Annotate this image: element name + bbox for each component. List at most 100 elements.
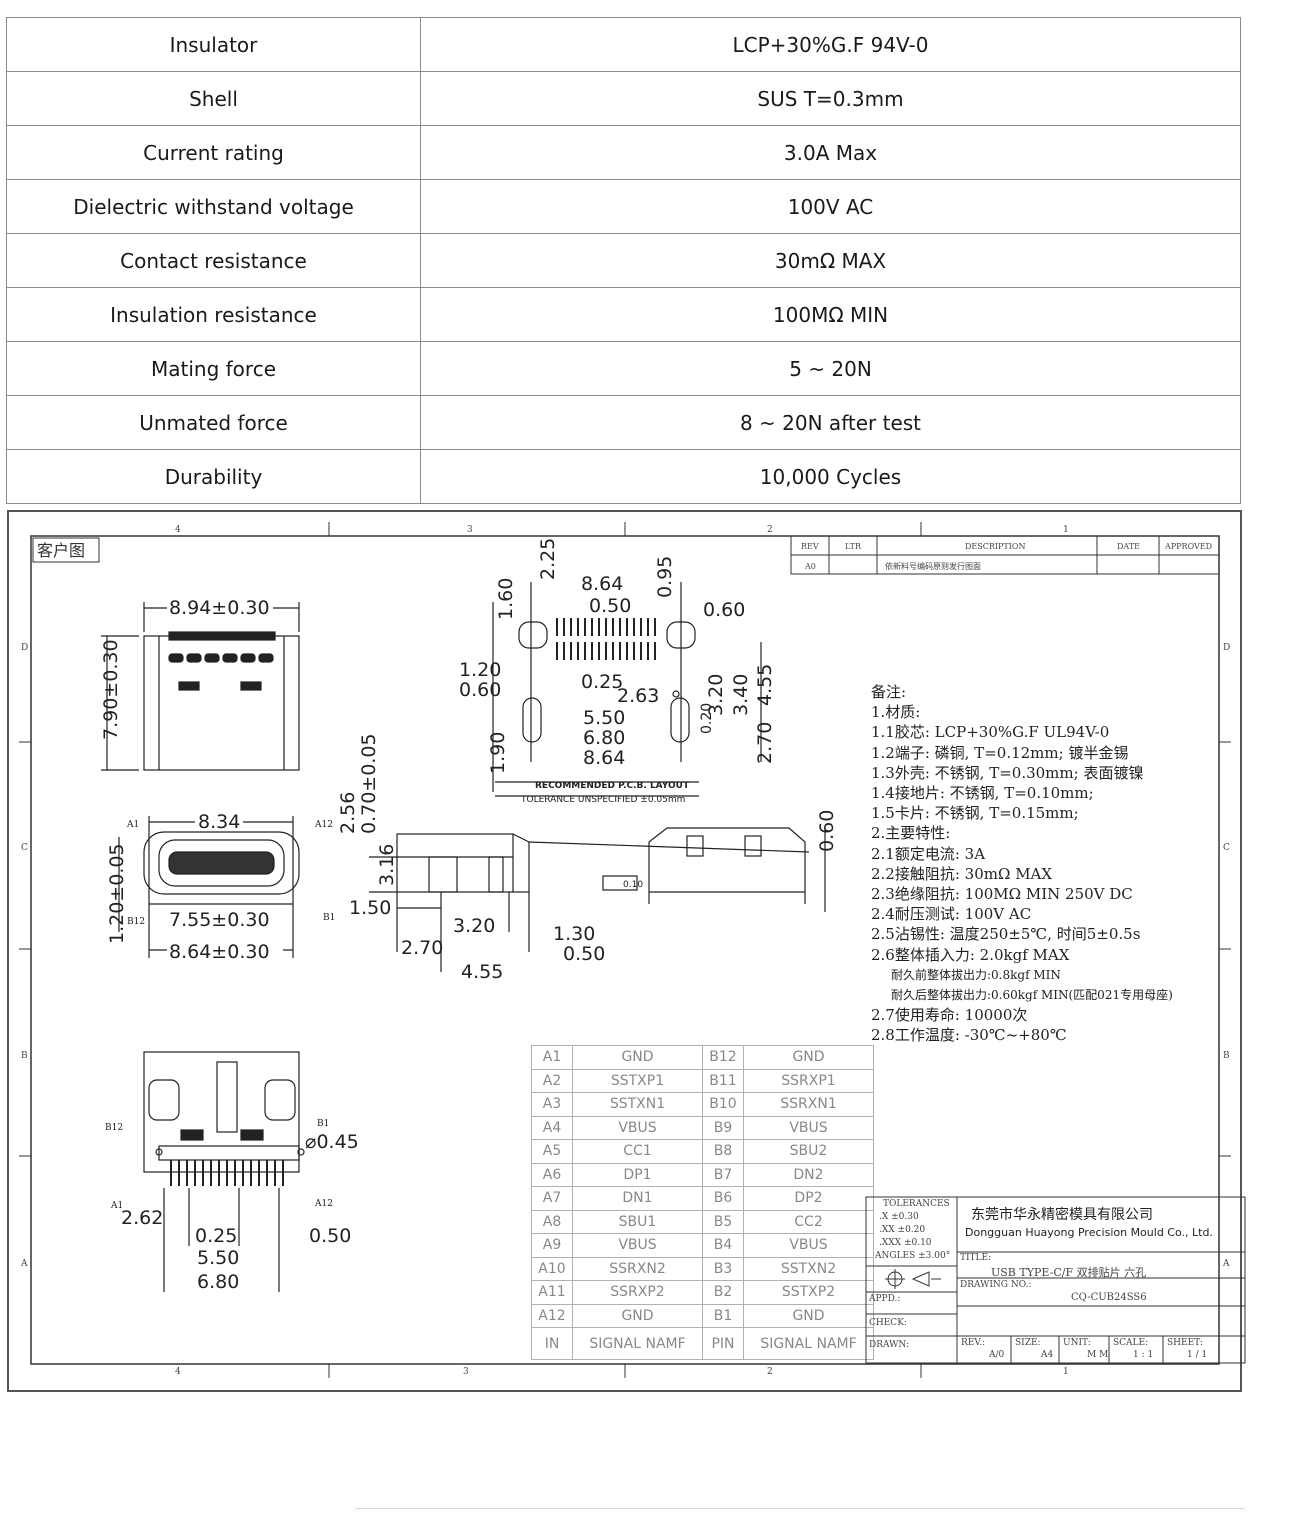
zone-number: 3 (463, 1367, 469, 1377)
spec-value: 5 ~ 20N (420, 341, 1241, 396)
front-view (118, 816, 300, 958)
pin-signal: VBUS (743, 1115, 874, 1140)
dim-pcb-13: 8.64 (583, 747, 625, 769)
top-view (101, 602, 300, 771)
dim-side-4: 2.70 (401, 937, 443, 959)
note-line: 耐久后整体拔出力:0.60kgf MIN(匹配021专用母座) (891, 988, 1173, 1003)
pin-signal: GND (743, 1045, 874, 1070)
spec-label: Mating force (6, 341, 421, 396)
dim-side-2: 3.20 (453, 915, 495, 937)
zone-letter: C (1223, 843, 1230, 853)
drawing-no-value: CQ-CUB24SS6 (1071, 1292, 1147, 1303)
dim-bottom-1: 2.62 (121, 1207, 163, 1229)
pin-signal: SSRXP2 (572, 1280, 703, 1305)
pin-signal: CC1 (572, 1139, 703, 1164)
pin-number: B9 (702, 1115, 744, 1140)
dim-pcb-12: 6.80 (583, 727, 625, 749)
dim-pcb-9: 0.25 (581, 671, 623, 693)
pin-number: A6 (531, 1162, 573, 1187)
pin-number: A5 (531, 1139, 573, 1164)
pin-number: A7 (531, 1186, 573, 1211)
dim-top-width: 8.94±0.30 (169, 597, 270, 619)
zone-letter: A (20, 1259, 28, 1269)
dim-pcb-8: 0.60 (459, 679, 501, 701)
sheet-value: 1 / 1 (1187, 1350, 1208, 1360)
rev-value: A/0 (989, 1350, 1005, 1360)
rev-header: APPROVED (1164, 542, 1212, 551)
pin-header-cell: PIN (702, 1327, 744, 1360)
spec-value: LCP+30%G.F 94V-0 (420, 17, 1241, 72)
rev-header: DESCRIPTION (965, 542, 1025, 551)
pin-number: B4 (702, 1233, 744, 1258)
dim-pcb-2: 8.64 (581, 573, 623, 595)
pin-signal: SBU2 (743, 1139, 874, 1164)
dim-side-6: 4.55 (461, 961, 503, 983)
dim-front-inner: 7.55±0.30 (169, 909, 270, 931)
notes-block: 备注: 1.材质: 1.1胶芯: LCP+30%G.F UL94V-0 1.2端… (871, 682, 1231, 1046)
pin-number: B7 (702, 1162, 744, 1187)
unit-label: UNIT: (1063, 1338, 1091, 1348)
note-line: 2.6整体插入力: 2.0kgf MAX (871, 945, 1070, 964)
tol-xx: .XX ±0.20 (879, 1225, 926, 1235)
zone-number: 3 (467, 525, 473, 535)
pin-number: B11 (702, 1068, 744, 1093)
zone-labels: 4 3 2 1 4 3 2 1 D C B A D C B A (20, 525, 1230, 1377)
dim-pcb-16: 3.40 (730, 674, 752, 716)
pin-signal: SSRXP1 (743, 1068, 874, 1093)
note-line: 2.8工作温度: -30℃~+80℃ (871, 1026, 1067, 1045)
note-line: 2.7使用寿命: 10000次 (871, 1006, 1028, 1025)
rev-cell: 依新料号编码原则发行图面 (885, 561, 981, 571)
tolerances-label: TOLERANCES (883, 1199, 950, 1209)
note-line: 2.5沾锡性: 温度250±5℃, 时间5±0.5s (871, 925, 1141, 944)
pin-number: A9 (531, 1233, 573, 1258)
dim-bottom-hole: ⌀0.45 (305, 1131, 359, 1153)
pin-signal: SSTXP2 (743, 1280, 874, 1305)
dim-bottom-4: 5.50 (197, 1247, 239, 1269)
zone-letter: D (1223, 643, 1230, 653)
dim-front-lip: 2.56 (337, 792, 359, 834)
pin-number: A4 (531, 1115, 573, 1140)
dim-bottom-5: 6.80 (197, 1271, 239, 1293)
pin-signal: GND (572, 1303, 703, 1328)
revision-table: REV LTR DESCRIPTION DATE APPROVED A0 依新料… (790, 535, 1220, 575)
bottom-label-b12: B12 (105, 1123, 123, 1133)
pin-signal: DN1 (572, 1186, 703, 1211)
unit-value: M M (1087, 1350, 1109, 1360)
bottom-view (143, 1051, 305, 1292)
pin-signal: CC2 (743, 1209, 874, 1234)
zone-number: 1 (1063, 525, 1069, 535)
pin-signal: SSTXN1 (572, 1092, 703, 1117)
dim-pcb-4: 1.60 (495, 578, 517, 620)
spec-value: SUS T=0.3mm (420, 71, 1241, 126)
dim-pcb-5: 0.50 (589, 595, 631, 617)
note-line: 备注: (871, 683, 907, 701)
pin-header-cell: SIGNAL NAMF (743, 1327, 874, 1360)
dim-pcb-18: 2.70 (754, 722, 776, 764)
dim-profile-1: 0.60 (816, 810, 838, 852)
scale-value: 1 : 1 (1133, 1350, 1154, 1360)
bottom-label-b1: B1 (317, 1119, 329, 1129)
pin-signal: SSRXN2 (572, 1256, 703, 1281)
zone-number: 1 (1063, 1367, 1069, 1377)
rev-cell: A0 (804, 562, 816, 571)
customer-tag-box (32, 537, 100, 563)
pin-number: A12 (531, 1303, 573, 1328)
dim-front-outer: 8.64±0.30 (169, 941, 270, 963)
spec-value: 3.0A Max (420, 125, 1241, 180)
bottom-divider (355, 1508, 1245, 1509)
pin-number: A10 (531, 1256, 573, 1281)
note-line: 1.5卡片: 不锈钢, T=0.15mm; (871, 804, 1079, 823)
